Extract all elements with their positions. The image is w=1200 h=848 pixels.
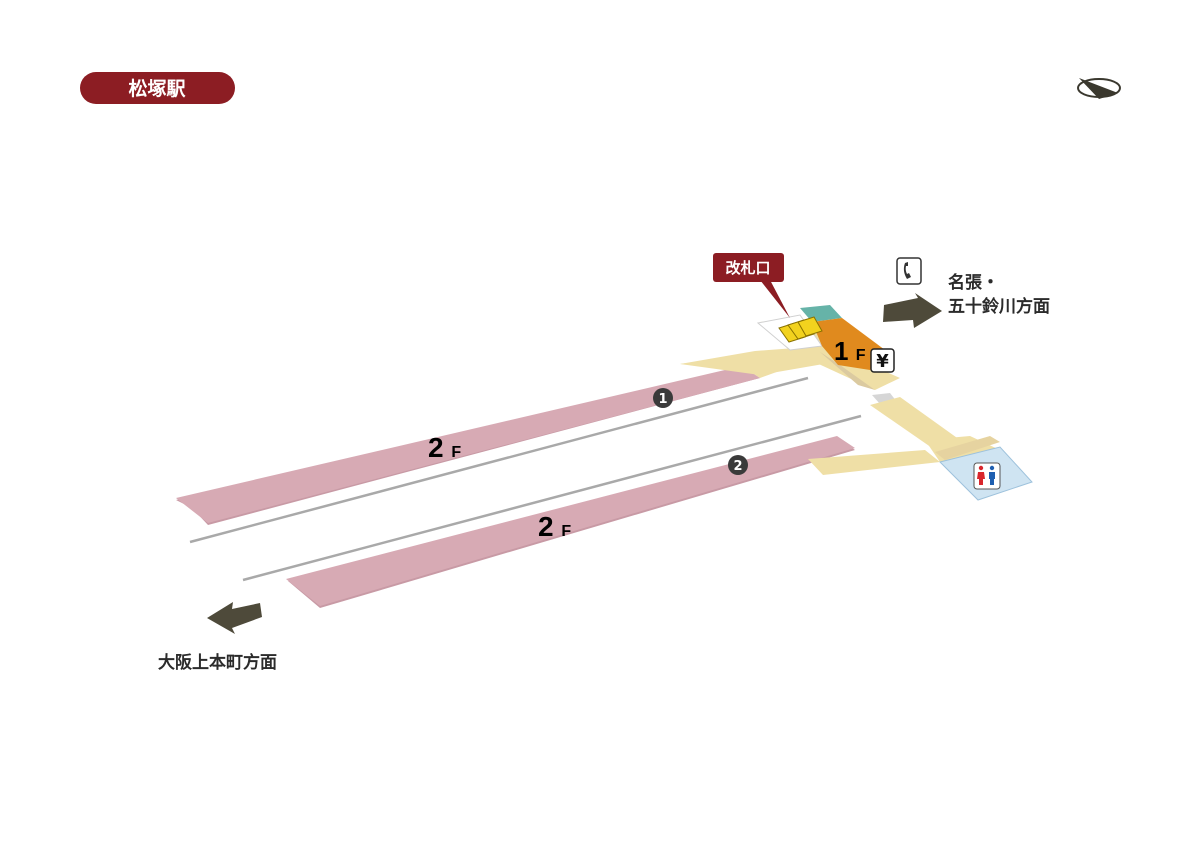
svg-text:1: 1 <box>658 392 667 407</box>
ramp-platform-2 <box>808 450 940 475</box>
svg-text:¥: ¥ <box>876 351 889 372</box>
station-title-badge: 松塚駅 <box>80 72 235 104</box>
restroom-icon <box>973 462 1001 490</box>
telephone-icon <box>896 257 922 285</box>
track-line <box>242 414 862 582</box>
atm-yen-icon: ¥ <box>870 348 895 373</box>
platform-number-1: 1 <box>653 388 673 408</box>
ticket-gate-icon <box>778 316 823 343</box>
track-line <box>189 376 809 544</box>
direction-label-osaka: 大阪上本町方面 <box>158 652 277 673</box>
platform-1 <box>176 353 810 525</box>
ticket-gate-label: 改札口 <box>725 259 770 277</box>
ticket-office-area <box>812 318 885 370</box>
ticket-gate-callout: 改札口 <box>713 253 790 318</box>
floor-label-concourse: 1 F <box>834 336 866 366</box>
direction-label-nabari-2: 五十鈴川方面 <box>948 296 1050 317</box>
svg-text:2: 2 <box>733 459 742 474</box>
compass-icon <box>1077 78 1121 99</box>
station-title: 松塚駅 <box>128 77 186 100</box>
ramp-platform-1 <box>680 346 835 375</box>
arrow-osaka-direction <box>207 602 262 634</box>
floor-label-platform-2: 2 F <box>538 511 571 542</box>
floor-label-platform-1: 2 F <box>428 432 461 463</box>
direction-label-nabari-1: 名張・ <box>948 272 999 293</box>
arrow-nabari-direction <box>883 293 942 328</box>
platform-2 <box>286 436 855 608</box>
platform-number-2: 2 <box>728 455 748 475</box>
